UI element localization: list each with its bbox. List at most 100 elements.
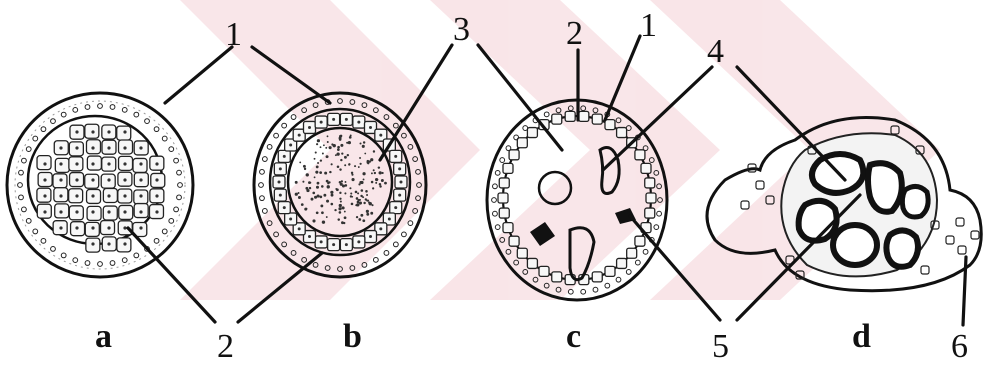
stipple — [355, 204, 357, 206]
cell-nucleus — [298, 134, 301, 137]
epithelial-cell — [646, 193, 656, 203]
leader-1-to-a — [165, 47, 232, 103]
cell-nucleus — [394, 155, 397, 158]
cell-nucleus — [59, 146, 62, 149]
outer-cell — [145, 119, 150, 124]
stipple — [344, 156, 347, 159]
outer-cell — [85, 105, 90, 110]
stipple — [335, 154, 337, 156]
outer-cell — [500, 158, 505, 163]
outer-cell — [373, 257, 378, 262]
outer-cell — [134, 112, 139, 117]
stipple — [337, 148, 340, 151]
epithelial-cell — [605, 120, 615, 130]
stipple — [308, 181, 311, 184]
stipple — [305, 187, 308, 190]
stipple — [341, 180, 343, 182]
cell-nucleus — [369, 235, 372, 238]
outer-cell — [162, 136, 167, 141]
outer-cell — [581, 289, 586, 294]
cell-nucleus — [59, 210, 62, 213]
outer-cell — [122, 107, 127, 112]
cell-nucleus — [59, 194, 62, 197]
stipple — [329, 146, 332, 149]
outer-cell — [544, 112, 549, 117]
stipple — [342, 207, 344, 209]
stipple — [312, 219, 315, 222]
cell-nucleus — [155, 194, 158, 197]
stipple — [339, 168, 341, 170]
tubule-2-d — [868, 163, 902, 212]
outer-cell — [291, 115, 296, 120]
epithelial-cell — [552, 272, 562, 282]
cell-nucleus — [289, 143, 292, 146]
stipple — [344, 216, 347, 219]
epithelial-cell — [539, 266, 549, 276]
cell-nucleus — [75, 130, 78, 133]
outer-cell — [741, 201, 749, 209]
stipple — [302, 181, 304, 183]
stipple — [298, 192, 300, 194]
stipple — [331, 194, 334, 197]
cell-nucleus — [332, 118, 335, 121]
cell-nucleus — [123, 210, 126, 213]
cell-nucleus — [155, 178, 158, 181]
stipple — [379, 171, 382, 174]
stipple — [356, 216, 358, 218]
cell-nucleus — [345, 118, 348, 121]
stipple — [315, 151, 317, 153]
stipple — [365, 190, 368, 193]
stipple — [345, 181, 347, 183]
cell-nucleus — [59, 226, 62, 229]
stipple — [349, 187, 351, 189]
cell-nucleus — [91, 194, 94, 197]
outer-cell — [154, 238, 159, 243]
stipple — [335, 188, 337, 190]
tubule-5-d — [886, 230, 918, 266]
cell-nucleus — [278, 181, 281, 184]
cell-nucleus — [75, 194, 78, 197]
cell-nucleus — [123, 226, 126, 229]
epithelial-cell — [499, 178, 509, 188]
cell-nucleus — [123, 162, 126, 165]
stipple — [311, 198, 314, 201]
outer-cell — [61, 112, 66, 117]
stipple — [363, 141, 365, 143]
stipple — [363, 202, 365, 204]
outer-cell — [26, 147, 31, 152]
stipple — [322, 153, 324, 155]
stipple — [371, 204, 373, 206]
outer-cell — [643, 249, 648, 254]
tubule-6-d — [902, 186, 928, 217]
stipple — [317, 182, 320, 185]
stipple — [299, 162, 301, 164]
stipple — [334, 209, 336, 211]
callout-5: 5 — [712, 328, 729, 365]
outer-cell — [61, 253, 66, 258]
outer-cell — [626, 270, 631, 275]
epithelial-cell — [641, 163, 651, 173]
outer-cell — [492, 198, 497, 203]
cell-nucleus — [75, 210, 78, 213]
stipple — [320, 146, 322, 148]
cell-nucleus — [43, 210, 46, 213]
stipple — [357, 192, 359, 194]
stipple — [325, 147, 327, 149]
epithelial-cell — [499, 208, 509, 218]
outer-cell — [262, 157, 267, 162]
cell-nucleus — [107, 162, 110, 165]
outer-cell — [178, 183, 183, 188]
stipple — [298, 196, 301, 199]
cell-nucleus — [59, 178, 62, 181]
cell-nucleus — [139, 162, 142, 165]
outer-cell — [657, 211, 662, 216]
stipple — [317, 139, 320, 142]
cell-nucleus — [400, 181, 403, 184]
stipple — [341, 153, 343, 155]
stipple — [350, 195, 352, 197]
outer-cell — [98, 262, 103, 267]
callout-2-left: 2 — [217, 328, 234, 365]
cell-nucleus — [398, 167, 401, 170]
cell — [85, 174, 99, 188]
cell-nucleus — [139, 194, 142, 197]
